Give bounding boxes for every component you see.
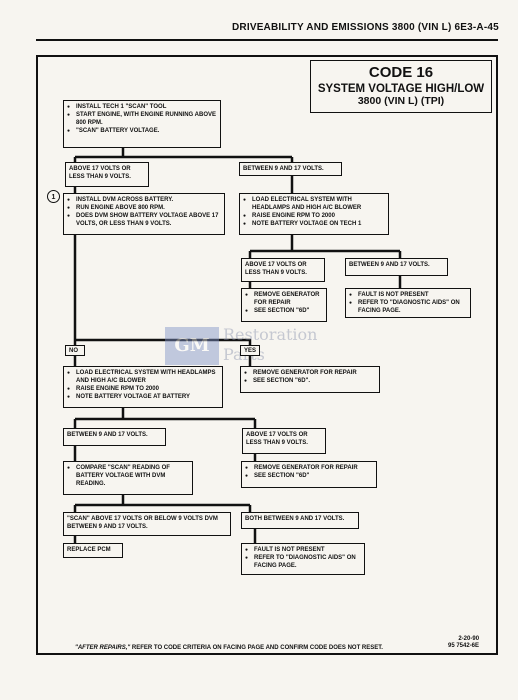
fault-not-present-box-a: FAULT IS NOT PRESENT REFER TO "DIAGNOSTI… bbox=[345, 288, 471, 318]
above17-or-below9-box-c: ABOVE 17 VOLTS OR LESS THAN 9 VOLTS. bbox=[242, 428, 326, 454]
above17-or-below9-box-b: ABOVE 17 VOLTS OR LESS THAN 9 VOLTS. bbox=[241, 258, 325, 282]
list-item: NOTE BATTERY VOLTAGE AT BATTERY bbox=[67, 393, 219, 401]
list-item: COMPARE "SCAN" READING OF BATTERY VOLTAG… bbox=[67, 464, 189, 488]
list-item: REMOVE GENERATOR FOR REPAIR bbox=[245, 464, 373, 472]
box-label: BETWEEN 9 AND 17 VOLTS. bbox=[67, 432, 148, 438]
list-item: NOTE BATTERY VOLTAGE ON TECH 1 bbox=[243, 220, 385, 228]
both-between-box: BOTH BETWEEN 9 AND 17 VOLTS. bbox=[241, 512, 359, 529]
remove-generator-box-b: REMOVE GENERATOR FOR REPAIR SEE SECTION … bbox=[240, 366, 380, 393]
no-box: NO bbox=[65, 345, 85, 356]
document-code: 2-20-90 95 7542-6E bbox=[448, 636, 479, 650]
title-box: CODE 16 SYSTEM VOLTAGE HIGH/LOW 3800 (VI… bbox=[310, 60, 492, 113]
page-header: DRIVEABILITY AND EMISSIONS 3800 (VIN L) … bbox=[232, 22, 499, 33]
above17-or-below9-box-a: ABOVE 17 VOLTS OR LESS THAN 9 VOLTS. bbox=[65, 162, 149, 187]
list-item: REMOVE GENERATOR FOR REPAIR bbox=[245, 291, 323, 307]
load-system-tech1-box: LOAD ELECTRICAL SYSTEM WITH HEADLAMPS AN… bbox=[239, 193, 389, 235]
dvm-check-box: INSTALL DVM ACROSS BATTERY. RUN ENGINE A… bbox=[63, 193, 225, 235]
box-label: BOTH BETWEEN 9 AND 17 VOLTS. bbox=[245, 516, 345, 522]
remove-generator-box-c: REMOVE GENERATOR FOR REPAIR SEE SECTION … bbox=[241, 461, 377, 488]
fault-not-present-box-b: FAULT IS NOT PRESENT REFER TO "DIAGNOSTI… bbox=[241, 543, 365, 575]
list-item: SEE SECTION "6D" bbox=[245, 472, 373, 480]
list-item: REFER TO "DIAGNOSTIC AIDS" ON FACING PAG… bbox=[245, 554, 361, 570]
load-system-battery-box: LOAD ELECTRICAL SYSTEM WITH HEADLAMPS AN… bbox=[63, 366, 223, 408]
list-item: SEE SECTION "6D". bbox=[244, 377, 376, 385]
header-rule bbox=[36, 39, 498, 41]
box-label: BETWEEN 9 AND 17 VOLTS. bbox=[243, 166, 324, 172]
list-item: LOAD ELECTRICAL SYSTEM WITH HEADLAMPS AN… bbox=[243, 196, 385, 212]
scan-above-dvm-between-box: "SCAN" ABOVE 17 VOLTS OR BELOW 9 VOLTS D… bbox=[63, 512, 231, 536]
document-number: 95 7542-6E bbox=[448, 643, 480, 649]
box-label: NO bbox=[69, 348, 78, 354]
between-9-17-box-c: BETWEEN 9 AND 17 VOLTS. bbox=[63, 428, 166, 446]
replace-pcm-box: REPLACE PCM bbox=[63, 543, 123, 558]
box-label: ABOVE 17 VOLTS OR LESS THAN 9 VOLTS. bbox=[69, 166, 131, 180]
title-line1: SYSTEM VOLTAGE HIGH/LOW bbox=[317, 83, 485, 95]
yes-box: YES bbox=[240, 345, 260, 356]
remove-generator-box-a: REMOVE GENERATOR FOR REPAIR SEE SECTION … bbox=[241, 288, 327, 322]
after-repairs-emphasis: "AFTER REPAIRS," bbox=[75, 645, 131, 651]
document-date: 2-20-90 bbox=[458, 636, 480, 642]
box-label: YES bbox=[244, 348, 257, 354]
box-label: REPLACE PCM bbox=[67, 547, 111, 553]
after-repairs-text: REFER TO CODE CRITERIA ON FACING PAGE AN… bbox=[130, 645, 383, 651]
between-9-17-box-b: BETWEEN 9 AND 17 VOLTS. bbox=[345, 258, 448, 276]
compare-scan-dvm-box: COMPARE "SCAN" READING OF BATTERY VOLTAG… bbox=[63, 461, 193, 495]
code-title: CODE 16 bbox=[368, 64, 434, 81]
start-instructions-box: INSTALL TECH 1 "SCAN" TOOL START ENGINE,… bbox=[63, 100, 221, 148]
step-marker-1: 1 bbox=[47, 190, 60, 203]
box-label: BETWEEN 9 AND 17 VOLTS. bbox=[349, 262, 430, 268]
after-repairs-note: "AFTER REPAIRS," REFER TO CODE CRITERIA … bbox=[75, 645, 383, 651]
list-item: FAULT IS NOT PRESENT bbox=[245, 546, 361, 554]
list-item: SEE SECTION "6D" bbox=[245, 307, 323, 315]
list-item: LOAD ELECTRICAL SYSTEM WITH HEADLAMPS AN… bbox=[67, 369, 219, 385]
watermark-badge: GM bbox=[165, 327, 219, 365]
diagram-frame bbox=[36, 55, 498, 655]
box-label: ABOVE 17 VOLTS OR LESS THAN 9 VOLTS. bbox=[246, 432, 308, 446]
list-item: RUN ENGINE ABOVE 800 RPM. bbox=[67, 204, 221, 212]
list-item: START ENGINE, WITH ENGINE RUNNING ABOVE … bbox=[67, 111, 217, 127]
list-item: INSTALL TECH 1 "SCAN" TOOL bbox=[67, 103, 217, 111]
box-label: "SCAN" ABOVE 17 VOLTS OR BELOW 9 VOLTS D… bbox=[67, 516, 218, 530]
list-item: DOES DVM SHOW BATTERY VOLTAGE ABOVE 17 V… bbox=[67, 212, 221, 228]
list-item: REMOVE GENERATOR FOR REPAIR bbox=[244, 369, 376, 377]
title-line2: 3800 (VIN L) (TPI) bbox=[357, 95, 445, 107]
box-label: ABOVE 17 VOLTS OR LESS THAN 9 VOLTS. bbox=[245, 262, 307, 276]
list-item: RAISE ENGINE RPM TO 2000 bbox=[243, 212, 385, 220]
list-item: FAULT IS NOT PRESENT bbox=[349, 291, 467, 299]
list-item: RAISE ENGINE RPM TO 2000 bbox=[67, 385, 219, 393]
list-item: "SCAN" BATTERY VOLTAGE. bbox=[67, 127, 217, 135]
list-item: INSTALL DVM ACROSS BATTERY. bbox=[67, 196, 221, 204]
watermark-logo: GM Restoration Parts bbox=[165, 325, 343, 367]
between-9-17-box-a: BETWEEN 9 AND 17 VOLTS. bbox=[239, 162, 342, 176]
watermark-word1: Restoration bbox=[223, 325, 318, 344]
list-item: REFER TO "DIAGNOSTIC AIDS" ON FACING PAG… bbox=[349, 299, 467, 315]
